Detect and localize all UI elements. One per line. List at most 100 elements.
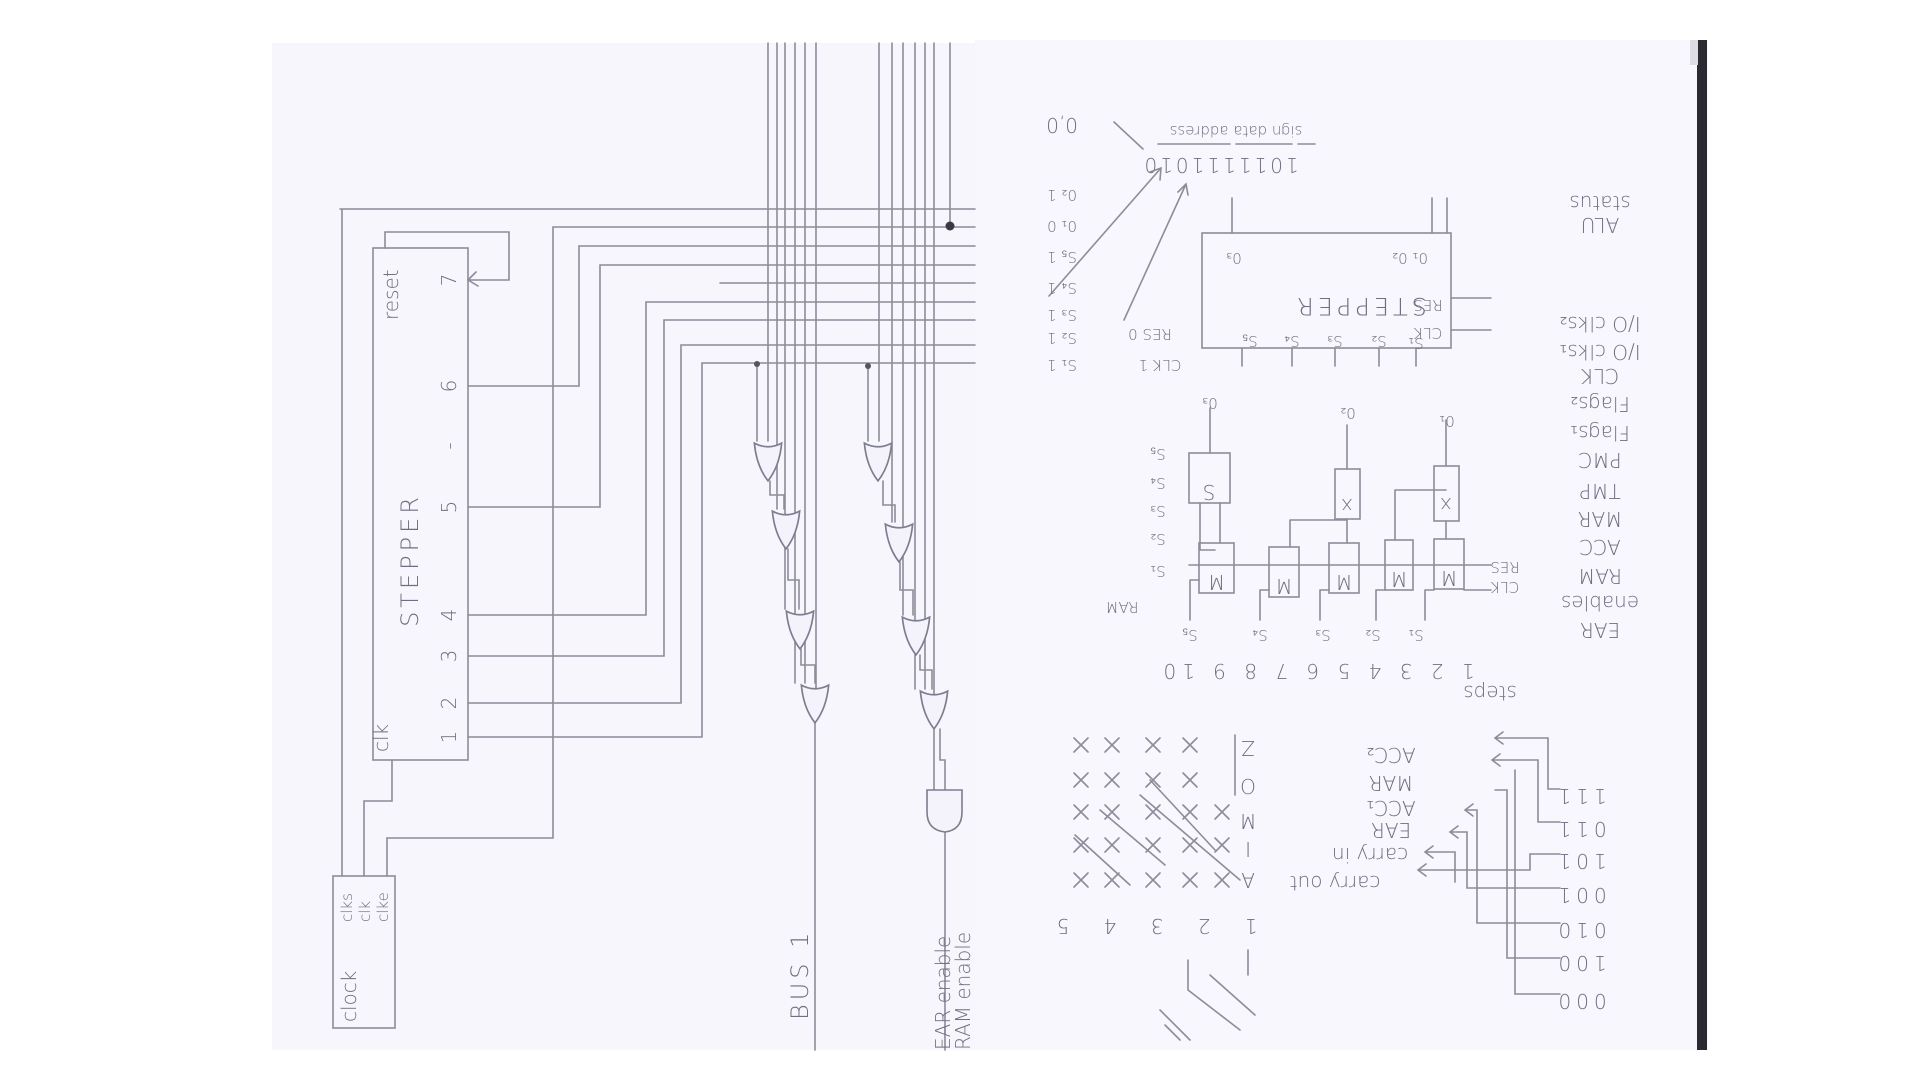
clk-value: CLK 1 [1139,356,1182,374]
m-box [1433,538,1465,590]
stepper-2-o1o2: 0₁ 0₂ [1392,249,1428,267]
alu-status-label: ALU status [1569,191,1630,237]
instruction-format: 0,0 sign data address 1011111010 [1046,113,1316,321]
sketch-marks [1159,949,1256,1041]
truth-mark [1073,737,1089,753]
enable-label: MAR [1578,507,1623,531]
step-number: 6 [437,380,461,393]
m-box-label: M [1335,570,1352,594]
truth-row-label: A [1241,868,1255,892]
truth-row-label: Z [1241,736,1255,760]
chain-left-label: S₃ [1150,502,1166,520]
decoder: 111011101001010100000ACC₂MARACC₁EARcarry… [1290,731,1607,1013]
truth-mark [1073,772,1089,788]
step-number: 5 [437,501,461,514]
steps-numbers: 1 2 3 4 5 6 7 8 9 10 [1157,659,1474,683]
truth-mark [1182,772,1198,788]
clock-title: clock [337,971,361,1022]
step-number: 4 [437,609,461,622]
truth-row-label: O [1240,774,1256,798]
decoder-output: ACC₂ [1366,743,1415,767]
stepper-box-2 [1201,232,1452,349]
truth-mark [1145,804,1161,820]
enable-label: I/O clks₂ [1559,312,1640,336]
decoder-code: 111 [1553,784,1606,808]
chain-output: 0₁ [1439,412,1455,430]
chain-bottom-label: S₁ [1408,626,1424,644]
stepper-2-step: S₁ [1408,334,1424,352]
decoder-code: 100 [1553,951,1606,975]
decoder-code: 001 [1553,883,1606,907]
s-box-label: S [1203,480,1216,504]
stepper-step-numbers: 1 2 3 4 5 - 6 7 [437,274,461,744]
chain-clk: CLK [1491,578,1520,596]
or-gate-chain-enable [863,442,963,833]
decoder-code: 101 [1553,849,1606,873]
chain-output: 0₂ [1340,404,1356,422]
clock-output-label: clks [338,893,356,922]
x-box-label: x [1440,493,1452,517]
clock-box [332,875,396,1029]
left-column-values: 0₂ 1 0₁ 0 S₅ 1 S₄ 1 S₃ 1 S₂ 1 S₁ 1 RES 0… [1047,186,1181,374]
instruction-field-labels: sign data address [1170,122,1303,140]
truth-mark [1073,804,1089,820]
enable-label: ACC [1579,535,1620,559]
o0-label: 0,0 [1046,113,1078,137]
column-value: 0₁ 0 [1047,217,1077,235]
decoder-code: 011 [1553,817,1606,841]
page-edge [1697,40,1707,1050]
m-box [1268,546,1300,598]
truth-strike [1074,734,1241,886]
truth-mark [1073,872,1089,888]
stepper-2-step: S₅ [1242,332,1258,350]
truth-row-label: M [1239,809,1256,833]
truth-row-label: I [1245,837,1251,861]
junction-dot [945,221,955,231]
chain-output: 0₃ [1202,394,1218,412]
decoder-output: MAR [1369,771,1414,795]
chain-bottom-label: S₄ [1252,626,1268,644]
truth-mark [1182,872,1198,888]
truth-mark [1104,872,1120,888]
junction-dot [754,361,760,367]
truth-mark [1214,837,1230,853]
enable-label: Flags₂ [1570,392,1630,416]
left-page [272,43,975,1050]
m-box-label: M [1440,566,1457,590]
m-box-label: M [1390,567,1407,591]
ram-enable-label: RAM enable [951,932,975,1050]
stepper-2-o3: 0₃ [1226,249,1242,267]
stepper-2-step: S₄ [1284,332,1300,350]
chain-res: RES [1490,558,1519,576]
column-value: S₄ 1 [1047,279,1077,297]
enable-label: EAR [1580,618,1620,642]
stepper-reset-label: reset [379,269,403,320]
column-value: S₅ 1 [1047,248,1077,266]
step-dash: - [437,442,461,449]
alu-label: ALU [1581,213,1619,237]
step-number: 2 [437,697,461,710]
steps-row: 1 2 3 4 5 6 7 8 9 10 steps [1157,659,1516,705]
stepper-2-step: S₃ [1327,332,1343,350]
truth-mark [1145,772,1161,788]
stepper-2-res: RES [1413,296,1442,314]
decoder-output: carry out [1290,871,1381,895]
m-box [1384,539,1414,591]
bus-label: BUS 1 [786,929,814,1020]
clock-output-label: clke [374,892,392,922]
truth-mark [1145,837,1161,853]
steps-label: steps [1463,681,1517,705]
chain-bottom-label: S₂ [1365,626,1381,644]
chain-left-label: S₂ [1150,530,1166,548]
m-box-label: M [1275,574,1292,598]
truth-mark [1145,737,1161,753]
s-box [1188,452,1231,504]
truth-mark [1073,837,1089,853]
step-number: 3 [437,650,461,663]
x-box [1433,465,1460,522]
stepper-box [372,247,469,761]
chain-bottom-label: S₅ [1182,626,1198,644]
x-box [1334,468,1361,520]
